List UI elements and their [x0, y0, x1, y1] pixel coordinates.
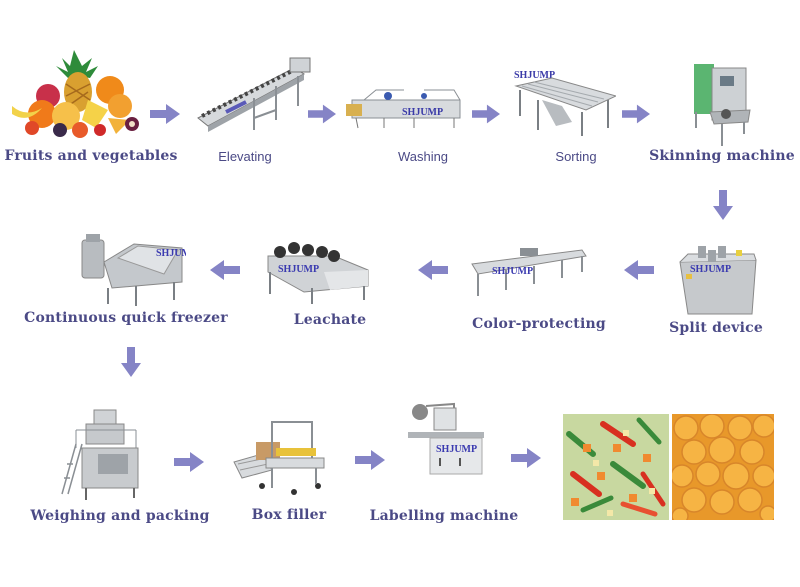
weighing-packing-machine-image: [61, 409, 139, 500]
step-label-weighing-and-packing: Weighing and packing: [30, 508, 210, 524]
step-label-sorting: Sorting: [555, 149, 597, 164]
skinning-machine-image: [694, 64, 751, 146]
washing-machine-image: SHJUMP: [346, 89, 461, 129]
arrow-right-icon: [355, 450, 385, 470]
step-label-continuous-quick-freezer: Continuous quick freezer: [24, 310, 228, 326]
svg-text:SHJUMP: SHJUMP: [690, 264, 731, 275]
step-label-leachate: Leachate: [293, 312, 367, 328]
step-label-elevating: Elevating: [218, 149, 272, 164]
svg-text:SHJUMP: SHJUMP: [402, 107, 443, 118]
arrow-right-icon: [511, 448, 541, 468]
arrow-left-icon: [418, 260, 448, 280]
arrow-right-icon: [308, 104, 336, 124]
quick-freezer-image: SHJUMP: [81, 234, 186, 306]
svg-text:SHJUMP: SHJUMP: [278, 264, 319, 275]
step-label-washing: Washing: [397, 149, 449, 164]
arrow-down-icon: [713, 190, 733, 220]
step-label-box-filler: Box filler: [251, 507, 327, 523]
split-device-image: SHJUMP: [679, 246, 757, 315]
arrow-left-icon: [210, 260, 240, 280]
color-protecting-line-image: SHJUMP: [471, 248, 587, 296]
svg-text:SHJUMP: SHJUMP: [156, 248, 186, 259]
step-label-fruits-and-vegetables: Fruits and vegetables: [4, 148, 178, 164]
labelling-machine-image: SHJUMP: [408, 402, 484, 475]
svg-text:SHJUMP: SHJUMP: [514, 70, 555, 81]
svg-text:SHJUMP: SHJUMP: [436, 444, 477, 455]
fruit-pile-image: [12, 50, 139, 138]
elevator-conveyor-image: [197, 57, 311, 132]
arrow-right-icon: [150, 104, 180, 124]
frozen-mixed-vegetables-photo: [563, 414, 669, 520]
step-label-skinning-machine: Skinning machine: [649, 148, 795, 164]
sorting-machine-image: SHJUMP: [514, 70, 616, 136]
step-label-color-protecting: Color-protecting: [472, 316, 606, 332]
arrow-right-icon: [472, 104, 500, 124]
svg-text:SHJUMP: SHJUMP: [492, 266, 533, 277]
step-label-labelling-machine: Labelling machine: [369, 508, 519, 524]
leachate-dryer-image: SHJUMP: [267, 242, 369, 304]
arrow-right-icon: [174, 452, 204, 472]
box-filler-image: [233, 421, 325, 495]
step-label-split-device: Split device: [669, 320, 763, 336]
arrow-down-icon: [121, 347, 141, 377]
frozen-apricot-halves-photo: [672, 414, 774, 520]
arrow-right-icon: [622, 104, 650, 124]
arrow-left-icon: [624, 260, 654, 280]
